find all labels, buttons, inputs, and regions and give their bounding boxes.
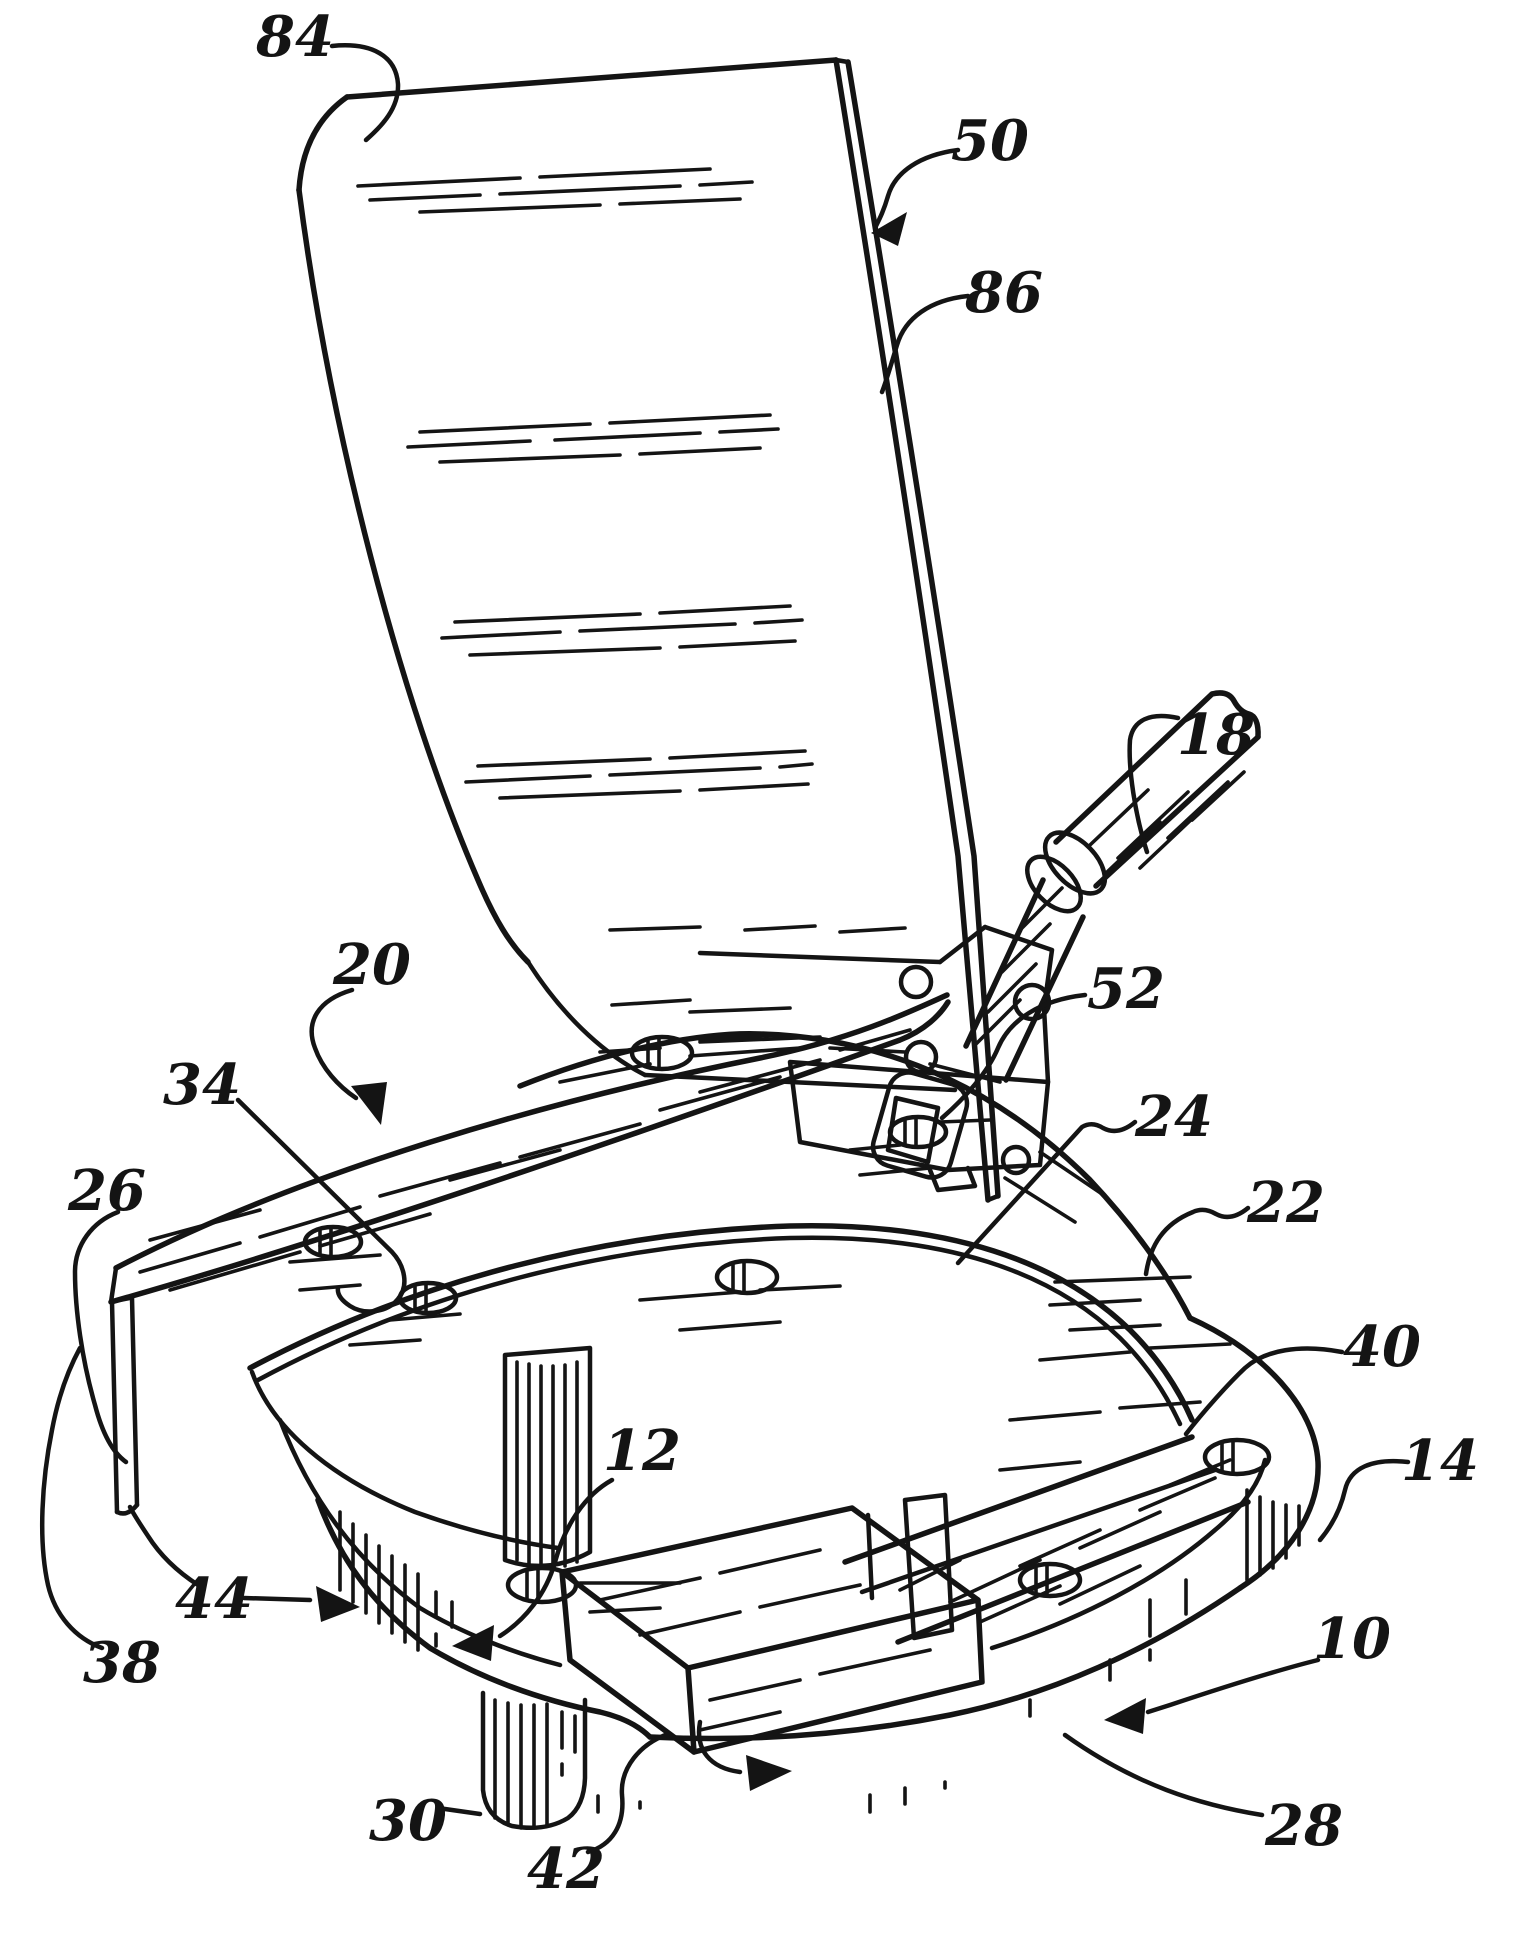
leader-42 <box>585 1731 671 1855</box>
leader-20 <box>309 987 359 1101</box>
handle <box>963 690 1261 1083</box>
ref-label-44: 44 <box>175 1566 253 1632</box>
ref-label-38: 38 <box>83 1630 161 1696</box>
leader-44 <box>127 1504 201 1588</box>
center-hub <box>480 1345 593 1830</box>
leader-30 <box>435 1805 483 1817</box>
ref-label-22: 22 <box>1246 1170 1325 1236</box>
leader-84 <box>329 43 401 143</box>
slide-bar <box>842 1434 1251 1645</box>
leader-26 <box>72 1209 129 1465</box>
ref-label-40: 40 <box>1343 1314 1421 1380</box>
reference-labels: 84 50 86 18 52 24 22 40 14 10 28 20 34 2… <box>67 4 1479 1902</box>
leader-14 <box>1317 1458 1411 1543</box>
ref-label-14: 14 <box>1401 1428 1479 1494</box>
lower-disc <box>277 1258 1321 1814</box>
ref-label-26: 26 <box>67 1158 146 1224</box>
blade-vane <box>296 57 1001 1203</box>
ref-label-50: 50 <box>951 108 1029 174</box>
leader-12 <box>497 1477 615 1639</box>
arrowhead-12 <box>452 1625 494 1661</box>
leader-86 <box>879 293 971 395</box>
ref-label-84: 84 <box>255 4 334 70</box>
ref-label-12: 12 <box>603 1418 681 1484</box>
ref-label-24: 24 <box>1134 1084 1213 1150</box>
ref-label-86: 86 <box>964 260 1043 326</box>
leader-28 <box>1062 1732 1265 1818</box>
leader-52 <box>939 992 1088 1121</box>
ring-plate <box>247 1031 1195 1551</box>
slide-block <box>559 1492 985 1755</box>
leader-40 <box>1183 1346 1345 1437</box>
leader-18 <box>1127 713 1181 855</box>
leader-38 <box>39 1345 105 1651</box>
ref-label-20: 20 <box>332 932 411 998</box>
left-arm <box>109 1295 140 1516</box>
ref-label-52: 52 <box>1087 956 1165 1022</box>
ref-label-10: 10 <box>1313 1606 1391 1672</box>
ref-label-18: 18 <box>1177 702 1255 768</box>
leader-22 <box>1143 1205 1251 1277</box>
leader-34 <box>235 1097 407 1314</box>
ref-label-30: 30 <box>369 1788 447 1854</box>
rotation-arrow <box>696 1719 743 1775</box>
leader-50 <box>873 147 961 229</box>
arrowhead-10 <box>1104 1698 1146 1734</box>
ref-label-28: 28 <box>1264 1793 1343 1859</box>
leader-10 <box>1145 1657 1321 1715</box>
leader-44b <box>241 1595 313 1603</box>
leader-24 <box>955 1119 1138 1266</box>
mounting-plate <box>108 924 1055 1516</box>
ref-label-34: 34 <box>163 1052 241 1118</box>
ref-label-42: 42 <box>527 1836 605 1902</box>
arrowhead-rotation <box>746 1755 792 1791</box>
arrowhead-44 <box>316 1586 360 1622</box>
arrowhead-50 <box>871 212 907 246</box>
leader-lines <box>39 43 1411 1855</box>
arrowhead-20 <box>351 1082 387 1125</box>
